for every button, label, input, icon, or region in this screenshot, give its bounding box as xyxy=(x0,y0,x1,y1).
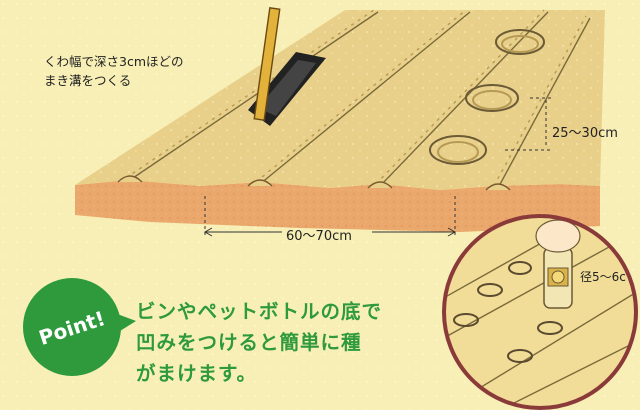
top-note-line: くわ幅で深さ3cmほどの xyxy=(44,54,184,69)
furrows xyxy=(125,9,591,189)
top-note-line: まき溝をつくる xyxy=(44,73,132,88)
width-label: 60〜70cm xyxy=(286,229,352,244)
detail-circle xyxy=(442,214,638,410)
tip-line: がまけます。 xyxy=(136,362,258,385)
spacing-label: 25〜30cm xyxy=(552,126,618,141)
diameter-label: 径5〜6c xyxy=(580,270,626,284)
seed-holes xyxy=(429,29,545,165)
tip-line: 凹みをつけると簡単に種 xyxy=(136,331,362,354)
top-note: くわ幅で深さ3cmほどの まき溝をつくる xyxy=(44,52,184,90)
hoe-icon xyxy=(248,7,326,126)
spacing-dimension xyxy=(505,97,552,151)
bottle-icon xyxy=(535,219,581,309)
tip-text: ビンやペットボトルの底で 凹みをつけると簡単に種 がまけます。 xyxy=(136,296,382,389)
tip-line: ビンやペットボトルの底で xyxy=(136,300,383,323)
width-dimension xyxy=(203,196,457,238)
point-badge: Point! xyxy=(23,278,136,376)
